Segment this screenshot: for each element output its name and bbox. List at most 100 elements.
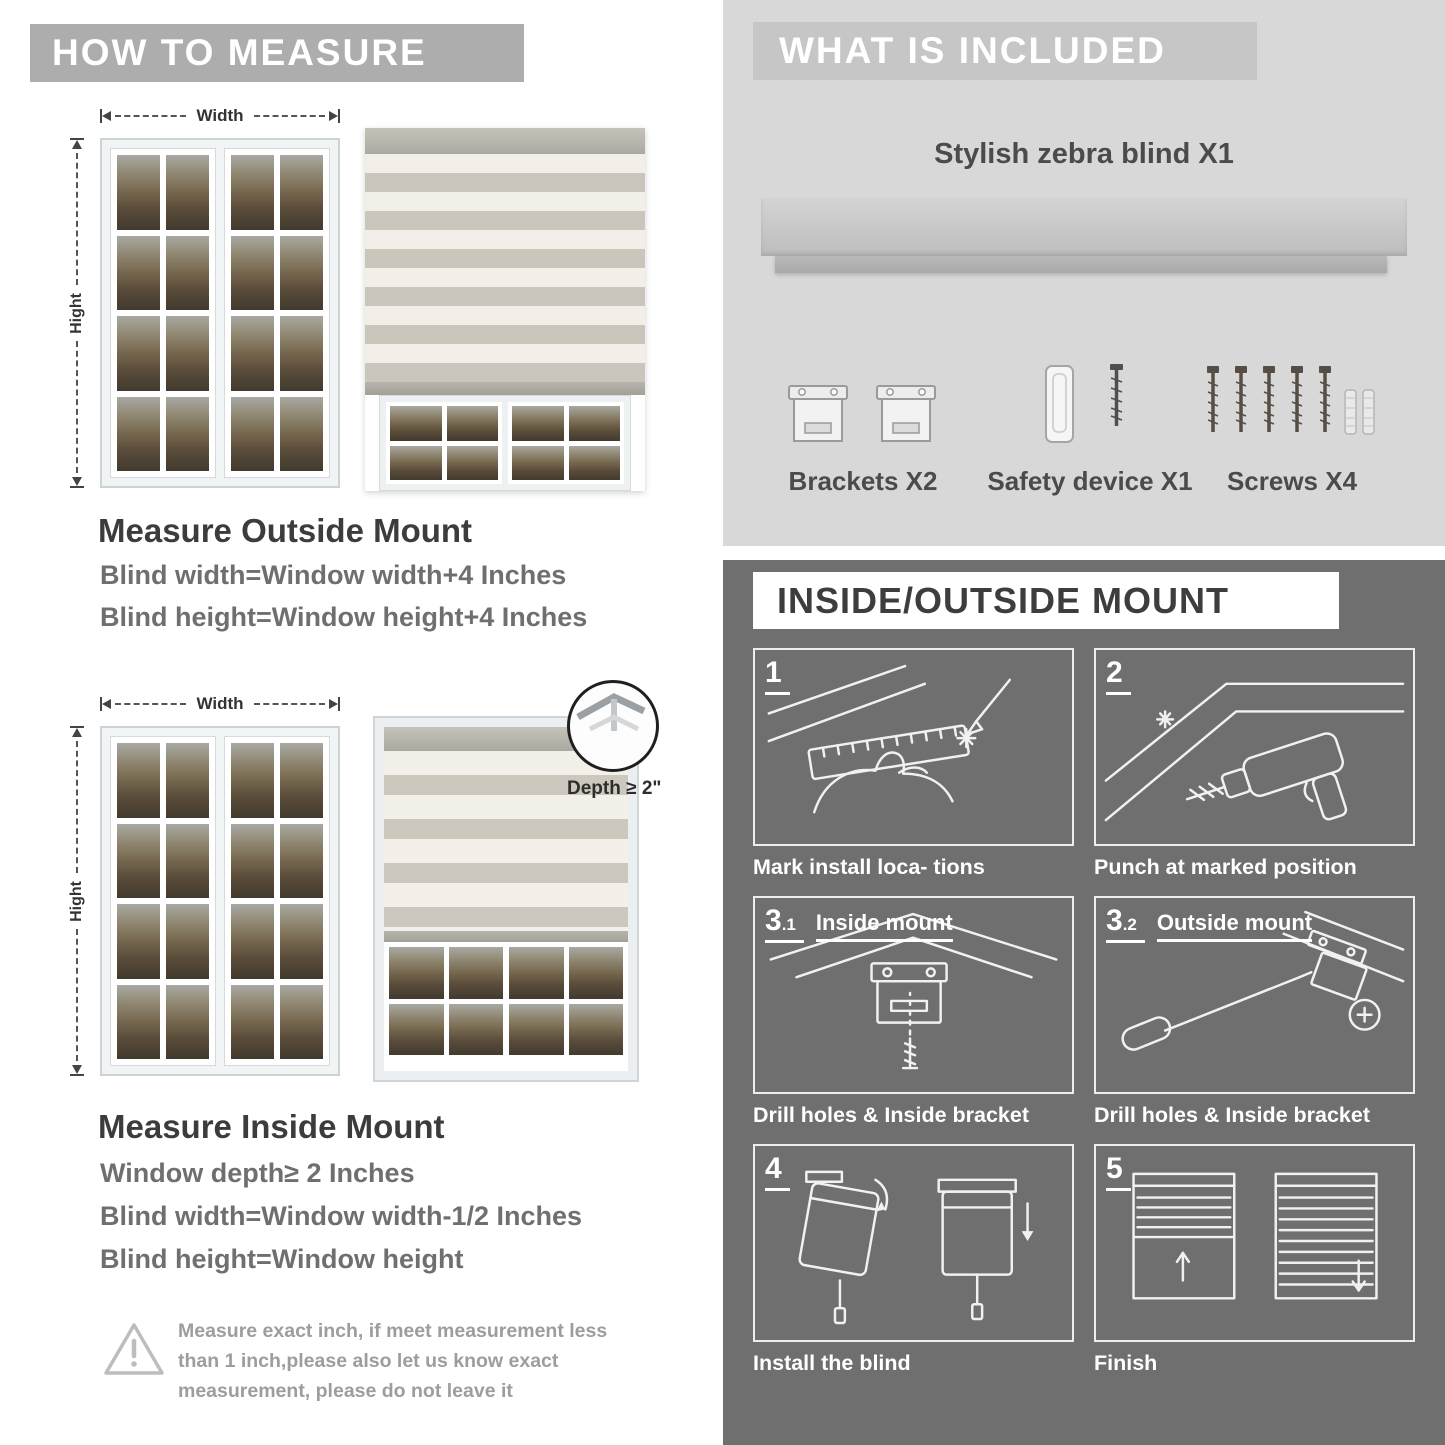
window-pane [117,984,160,1059]
step-4-panel: 4 [753,1144,1074,1342]
window-corner-detail [576,693,646,732]
window-pane [231,396,274,471]
window-pane [117,904,160,979]
inside-mount-formula-width: Blind width=Window width-1/2 Inches [100,1201,583,1231]
window-sash [110,736,216,1066]
step-1-caption: Mark install loca- tions [753,855,985,879]
height-arrow-label: Hight [68,292,85,334]
window-behind-blind [384,942,628,1060]
window-pane [231,904,274,979]
window-pane [231,823,274,898]
window-sashes [110,736,330,1066]
step-1: 1 [753,648,1074,880]
window-pane [389,1003,444,1055]
window-pane [446,445,498,480]
window-sash [224,148,330,478]
window-sash [509,947,623,1055]
blind-stripes [384,751,628,931]
inside-mount-blind-illustration [375,718,637,1080]
step-5: 5 Fin [1094,1144,1415,1376]
inside-outside-mount-section: INSIDE/OUTSIDE MOUNT 1 [723,560,1445,1445]
window-illustration [100,726,340,1076]
mount-section-header-label: INSIDE/OUTSIDE MOUNT [777,579,1230,621]
window-pane [117,316,160,391]
step-3-2-caption: Drill holes & Inside bracket [1094,1103,1371,1127]
step-5-panel: 5 [1094,1144,1415,1342]
window-pane [231,743,274,818]
depth-detail-circle [567,680,659,772]
window-pane [117,823,160,898]
step-2-panel: 2 [1094,648,1415,846]
window-sash [389,947,503,1055]
step-5-number: 5 [1106,1152,1131,1191]
window-pane [448,1003,503,1055]
height-arrow-label: Hight [68,880,85,922]
mount-section-header: INSIDE/OUTSIDE MOUNT [753,572,1339,629]
step-1-number: 1 [765,656,790,695]
blind-bottom-rail [365,382,645,395]
how-to-measure-header: HOW TO MEASURE [30,24,524,82]
window-pane [280,743,323,818]
right-column: WHAT IS INCLUDED Stylish zebra blind X1 [723,0,1445,1445]
zebra-blind-illustration [365,128,645,491]
step-3-1-caption: Drill holes & Inside bracket [753,1103,1030,1127]
window-pane [448,947,503,999]
window-pane [166,155,209,230]
window-sash [224,736,330,1066]
window-pane [117,743,160,818]
window-pane [568,406,620,441]
brackets-icon [763,330,963,450]
step-4-caption: Install the blind [753,1351,911,1375]
window-pane [568,445,620,480]
width-arrow: Width [100,694,340,713]
step-2: 2 [1094,648,1415,880]
install-blind-illustration [798,1170,1034,1325]
window-pane [166,235,209,310]
step-3-2-panel: 3.2 Outside mount [1094,896,1415,1094]
window-sash [110,148,216,478]
what-is-included-header: WHAT IS INCLUDED [753,22,1257,80]
how-to-measure-header-label: HOW TO MEASURE [52,32,427,73]
section-divider [723,546,1445,560]
step-3-2: 3.2 Outside mount [1094,896,1415,1128]
step-5-caption: Finish [1094,1351,1158,1375]
window-pane [568,1003,623,1055]
blind-stripes [365,154,645,382]
window-pane [166,984,209,1059]
window-pane [509,1003,564,1055]
mount-steps-grid: 1 [753,648,1415,1376]
window-behind-blind [379,395,631,491]
depth-requirement-label: Depth ≥ 2" [567,778,662,799]
screws-label: Screws X4 [1226,466,1358,496]
window-sash [508,402,624,484]
included-item-safety-device: Safety device X1 [985,330,1195,497]
window-pane [117,155,160,230]
window-pane [280,396,323,471]
window-pane [280,984,323,1059]
step-4: 4 [753,1144,1074,1376]
step-3-1-number: 3.1 [765,904,804,943]
width-arrow-label: Width [196,694,244,713]
outside-mount-formula-height: Blind height=Window height+4 Inches [100,602,588,632]
window-pane [166,396,209,471]
headrail-cassette [761,198,1407,256]
window-pane [280,823,323,898]
outside-mount-formula-width: Blind width=Window width+4 Inches [100,560,567,590]
brackets-label: Brackets X2 [788,466,938,496]
window-pane [231,155,274,230]
step-3-1: 3.1 Inside mount [753,896,1074,1128]
safety-device-icon [985,330,1195,450]
window-pane [390,406,442,441]
window-pane [117,396,160,471]
window-illustration [100,138,340,488]
inside-mount-figure: Width Hight [55,680,675,1098]
height-arrow: Hight [68,726,85,1076]
what-is-included-section: WHAT IS INCLUDED Stylish zebra blind X1 [723,0,1445,546]
window-pane [231,984,274,1059]
step-3-2-number: 3.2 [1106,904,1145,943]
window-pane [446,406,498,441]
headrail-valance [775,256,1387,273]
window-pane [280,155,323,230]
window-pane [280,235,323,310]
inside-mount-depth-rule: Window depth≥ 2 Inches [100,1158,415,1188]
